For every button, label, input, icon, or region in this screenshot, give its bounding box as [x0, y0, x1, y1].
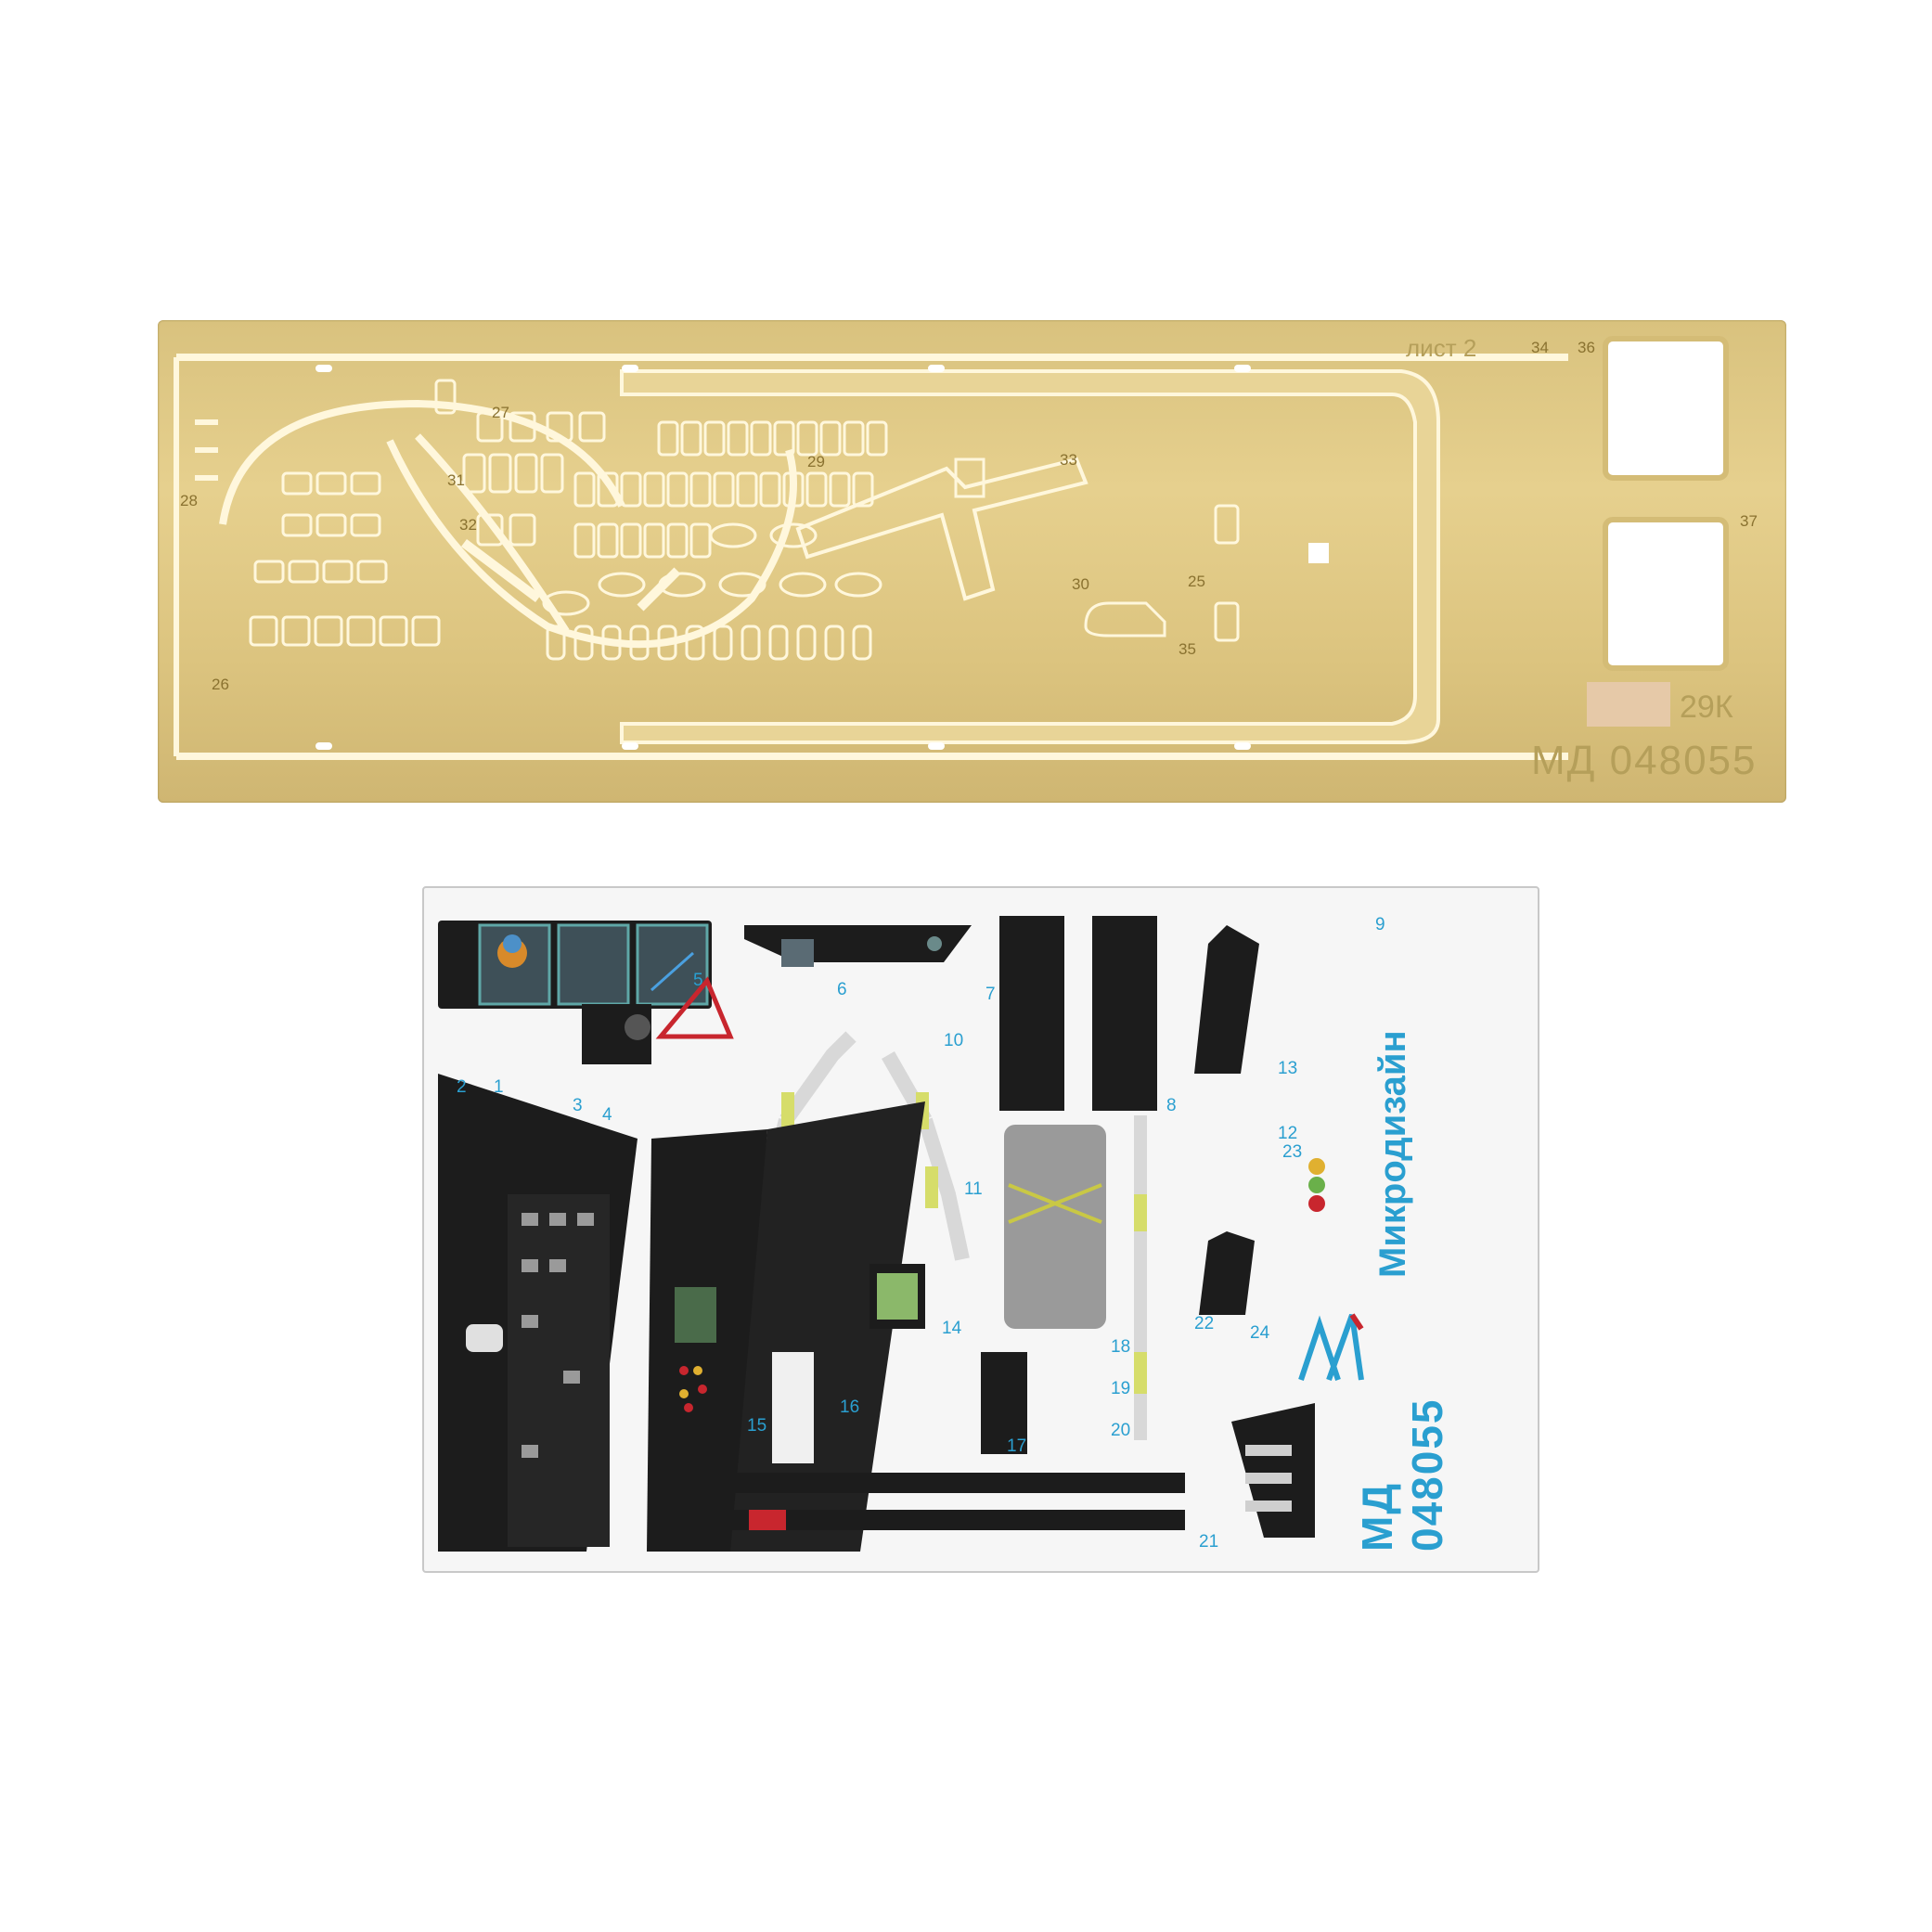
- sheet-label: лист 2: [1406, 334, 1477, 362]
- decal-part-number: 19: [1111, 1379, 1130, 1398]
- fret-part-number: 29: [807, 453, 825, 470]
- color-decal-sheet: 1 2 3 4 5 6 7 8 9 10 11 12 13 14 15 16 1…: [422, 886, 1539, 1573]
- decal-part-number: 18: [1111, 1337, 1130, 1357]
- decal-catalog-number: МД 048055: [1353, 1397, 1451, 1552]
- decal-part-number: 8: [1166, 1096, 1177, 1115]
- decal-part-number: 9: [1375, 915, 1385, 934]
- decal-part-number: 22: [1194, 1314, 1214, 1333]
- fret-part-number: 31: [447, 471, 465, 489]
- decal-parts-drawing: 1 2 3 4 5 6 7 8 9 10 11 12 13 14 15 16 1…: [438, 915, 1385, 1552]
- fret-part-number: 27: [492, 404, 509, 421]
- decal-part-number: 2: [457, 1077, 467, 1097]
- decal-part-number: 6: [837, 980, 847, 999]
- photo-etched-fret: 25 26 27 28 29 30 31 32 33 34 35 36 37 л…: [158, 320, 1786, 803]
- fret-part-number: 35: [1179, 640, 1196, 658]
- fret-part-number: 36: [1578, 339, 1595, 356]
- fret-part-number: 28: [180, 492, 198, 509]
- decal-part-number: 12: [1278, 1124, 1297, 1143]
- decal-part-number: 1: [494, 1077, 504, 1097]
- decal-part-number: 10: [944, 1031, 963, 1050]
- fret-part-number: 32: [459, 516, 477, 534]
- decal-part-number: 15: [747, 1416, 766, 1436]
- decal-part-number: 5: [693, 971, 703, 990]
- fret-catalog-number: МД 048055: [1531, 738, 1758, 783]
- fret-part-number: 34: [1531, 339, 1549, 356]
- decal-part-number: 11: [964, 1179, 983, 1199]
- fret-part-number: 26: [212, 676, 229, 693]
- decal-part-number: 4: [602, 1105, 612, 1125]
- fret-part-number: 30: [1072, 575, 1089, 593]
- brand-name: Микродизайн: [1372, 1030, 1413, 1278]
- decal-part-number: 20: [1111, 1421, 1130, 1440]
- fret-code: 29К: [1680, 689, 1733, 725]
- fret-parts-drawing: 25 26 27 28 29 30 31 32 33 34 35 36 37: [174, 336, 1758, 760]
- decal-part-number: 7: [985, 985, 996, 1004]
- decal-part-number: 3: [573, 1096, 583, 1115]
- decal-part-number: 23: [1282, 1142, 1302, 1162]
- fret-part-number: 33: [1060, 451, 1077, 469]
- decal-part-number: 13: [1278, 1059, 1297, 1078]
- decal-part-number: 16: [840, 1397, 859, 1417]
- decal-part-number: 14: [942, 1319, 962, 1338]
- fret-part-number: 37: [1740, 512, 1758, 530]
- decal-part-number: 17: [1007, 1436, 1026, 1456]
- decal-part-number: 21: [1199, 1532, 1218, 1552]
- instrument-panel-decal: [438, 921, 712, 1064]
- decal-part-number: 24: [1250, 1323, 1270, 1343]
- fret-part-number: 25: [1188, 573, 1205, 590]
